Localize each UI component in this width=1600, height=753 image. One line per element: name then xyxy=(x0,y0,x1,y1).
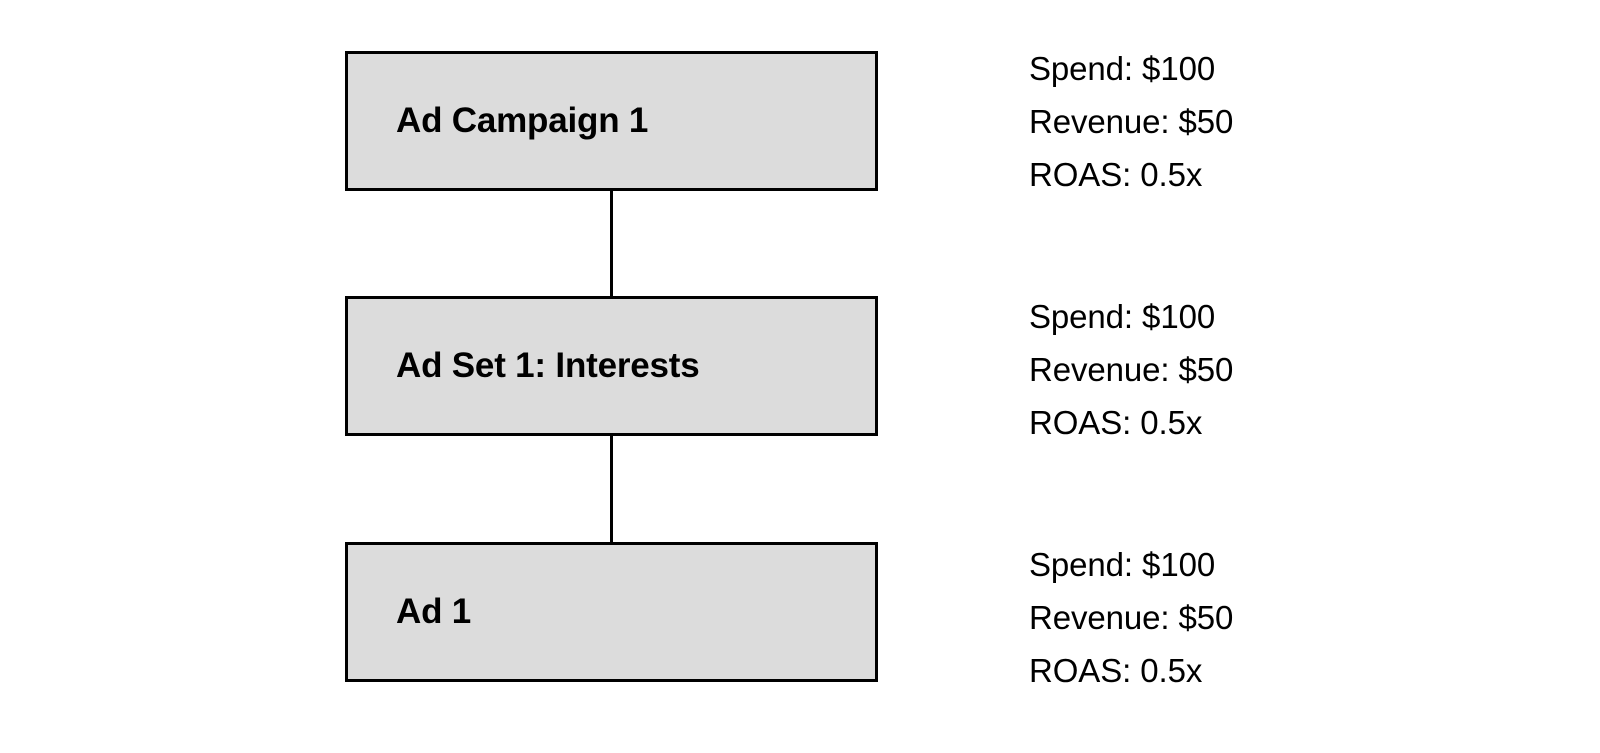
metrics-block-ad-campaign: Spend: $100 Revenue: $50 ROAS: 0.5x xyxy=(1029,42,1449,201)
connector-campaign-to-adset xyxy=(610,191,613,298)
metric-revenue: Revenue: $50 xyxy=(1029,103,1234,140)
metric-spend: Spend: $100 xyxy=(1029,298,1216,335)
metric-revenue: Revenue: $50 xyxy=(1029,351,1234,388)
node-label: Ad Campaign 1 xyxy=(396,100,649,140)
metric-roas: ROAS: 0.5x xyxy=(1029,652,1203,689)
node-label: Ad Set 1: Interests xyxy=(396,345,700,385)
metrics-block-ad: Spend: $100 Revenue: $50 ROAS: 0.5x xyxy=(1029,538,1449,697)
node-label: Ad 1 xyxy=(396,591,472,631)
metric-spend: Spend: $100 xyxy=(1029,50,1216,87)
metric-roas: ROAS: 0.5x xyxy=(1029,404,1203,441)
metrics-block-ad-set: Spend: $100 Revenue: $50 ROAS: 0.5x xyxy=(1029,290,1449,449)
metric-roas: ROAS: 0.5x xyxy=(1029,156,1203,193)
metric-spend: Spend: $100 xyxy=(1029,546,1216,583)
node-ad-campaign[interactable]: Ad Campaign 1 xyxy=(345,51,878,191)
node-ad[interactable]: Ad 1 xyxy=(345,542,878,682)
connector-adset-to-ad xyxy=(610,436,613,544)
node-ad-set[interactable]: Ad Set 1: Interests xyxy=(345,296,878,436)
metric-revenue: Revenue: $50 xyxy=(1029,599,1234,636)
